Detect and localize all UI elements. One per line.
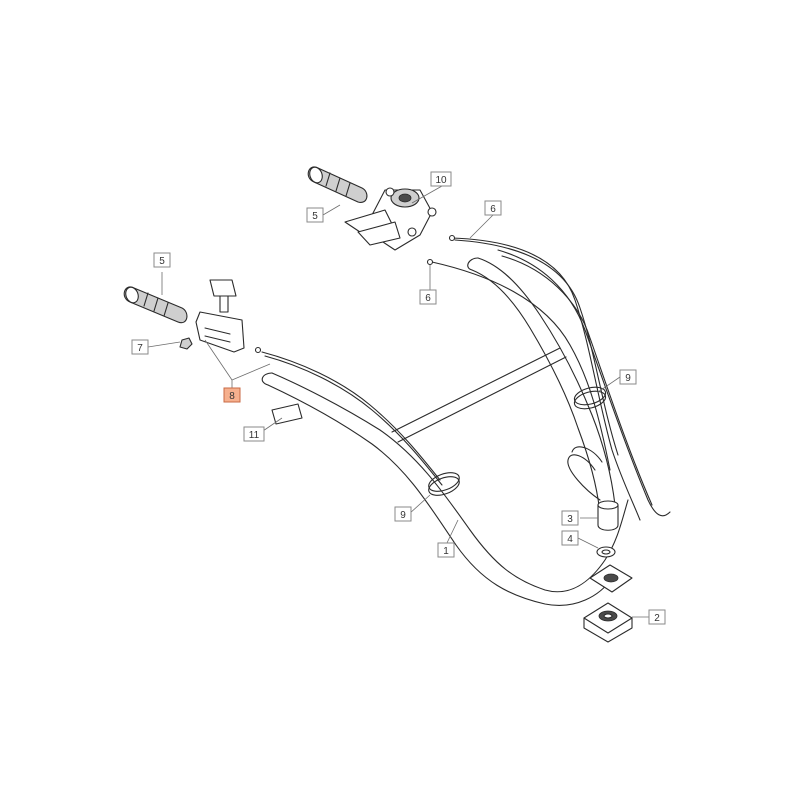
callout-box [484, 200, 502, 216]
handlebar-tube [261, 372, 629, 606]
callout-box [153, 252, 171, 268]
callout-3: 3 [561, 510, 579, 526]
callout-11: 11 [243, 426, 265, 442]
callout-7: 7 [131, 339, 149, 355]
callout-5-upper: 5 [306, 207, 324, 223]
brake-lever-assembly [344, 187, 437, 251]
mount-plate [583, 602, 633, 643]
mount-plate-upper [589, 564, 633, 593]
callout-box [430, 171, 452, 187]
callout-label: 2 [654, 613, 660, 624]
callout-box [394, 506, 412, 522]
cross-brace [391, 347, 567, 443]
callout-box [437, 542, 455, 558]
control-cables [261, 237, 671, 521]
tube-sleeve [597, 500, 619, 531]
grip-left [123, 286, 188, 324]
callout-6-upper: 6 [484, 200, 502, 216]
callout-box-highlighted [223, 387, 241, 403]
callout-box [619, 369, 637, 385]
callout-box [131, 339, 149, 355]
callout-label: 8 [229, 391, 235, 402]
callout-box [243, 426, 265, 442]
callout-6-lower: 6 [419, 289, 437, 305]
cable-ends [254, 234, 456, 354]
callout-label: 7 [137, 343, 143, 354]
callout-label: 11 [249, 430, 260, 441]
callout-label: 6 [425, 293, 431, 304]
cable-clip-lower [428, 472, 460, 496]
callout-5-left: 5 [153, 252, 171, 268]
callout-label: 5 [312, 211, 318, 222]
callout-box [561, 510, 579, 526]
leader-lines [147, 185, 649, 618]
callout-label: 9 [400, 510, 406, 521]
callout-box [306, 207, 324, 223]
callout-9-lower: 9 [394, 506, 412, 522]
callout-9-upper: 9 [619, 369, 637, 385]
callout-2: 2 [648, 609, 666, 625]
callout-box [561, 530, 579, 546]
callout-label: 4 [567, 534, 573, 545]
callout-box [648, 609, 666, 625]
callout-box [419, 289, 437, 305]
callout-1: 1 [437, 542, 455, 558]
grip-right [307, 166, 368, 203]
callout-label: 3 [567, 514, 573, 525]
washer [596, 546, 616, 558]
handlebar-right-arm [467, 257, 616, 516]
callout-8: 8 [223, 387, 241, 403]
callout-label: 1 [443, 546, 449, 557]
throttle-control [195, 279, 245, 353]
nut [179, 337, 193, 350]
callout-4: 4 [561, 530, 579, 546]
cable-clip-upper [573, 386, 607, 410]
callout-label: 10 [435, 175, 447, 186]
decal-label [271, 403, 303, 425]
callout-label: 5 [159, 256, 165, 267]
callout-10: 10 [430, 171, 452, 187]
callout-label: 9 [625, 373, 631, 384]
loop-bracket [567, 446, 603, 501]
callout-label: 6 [490, 204, 496, 215]
